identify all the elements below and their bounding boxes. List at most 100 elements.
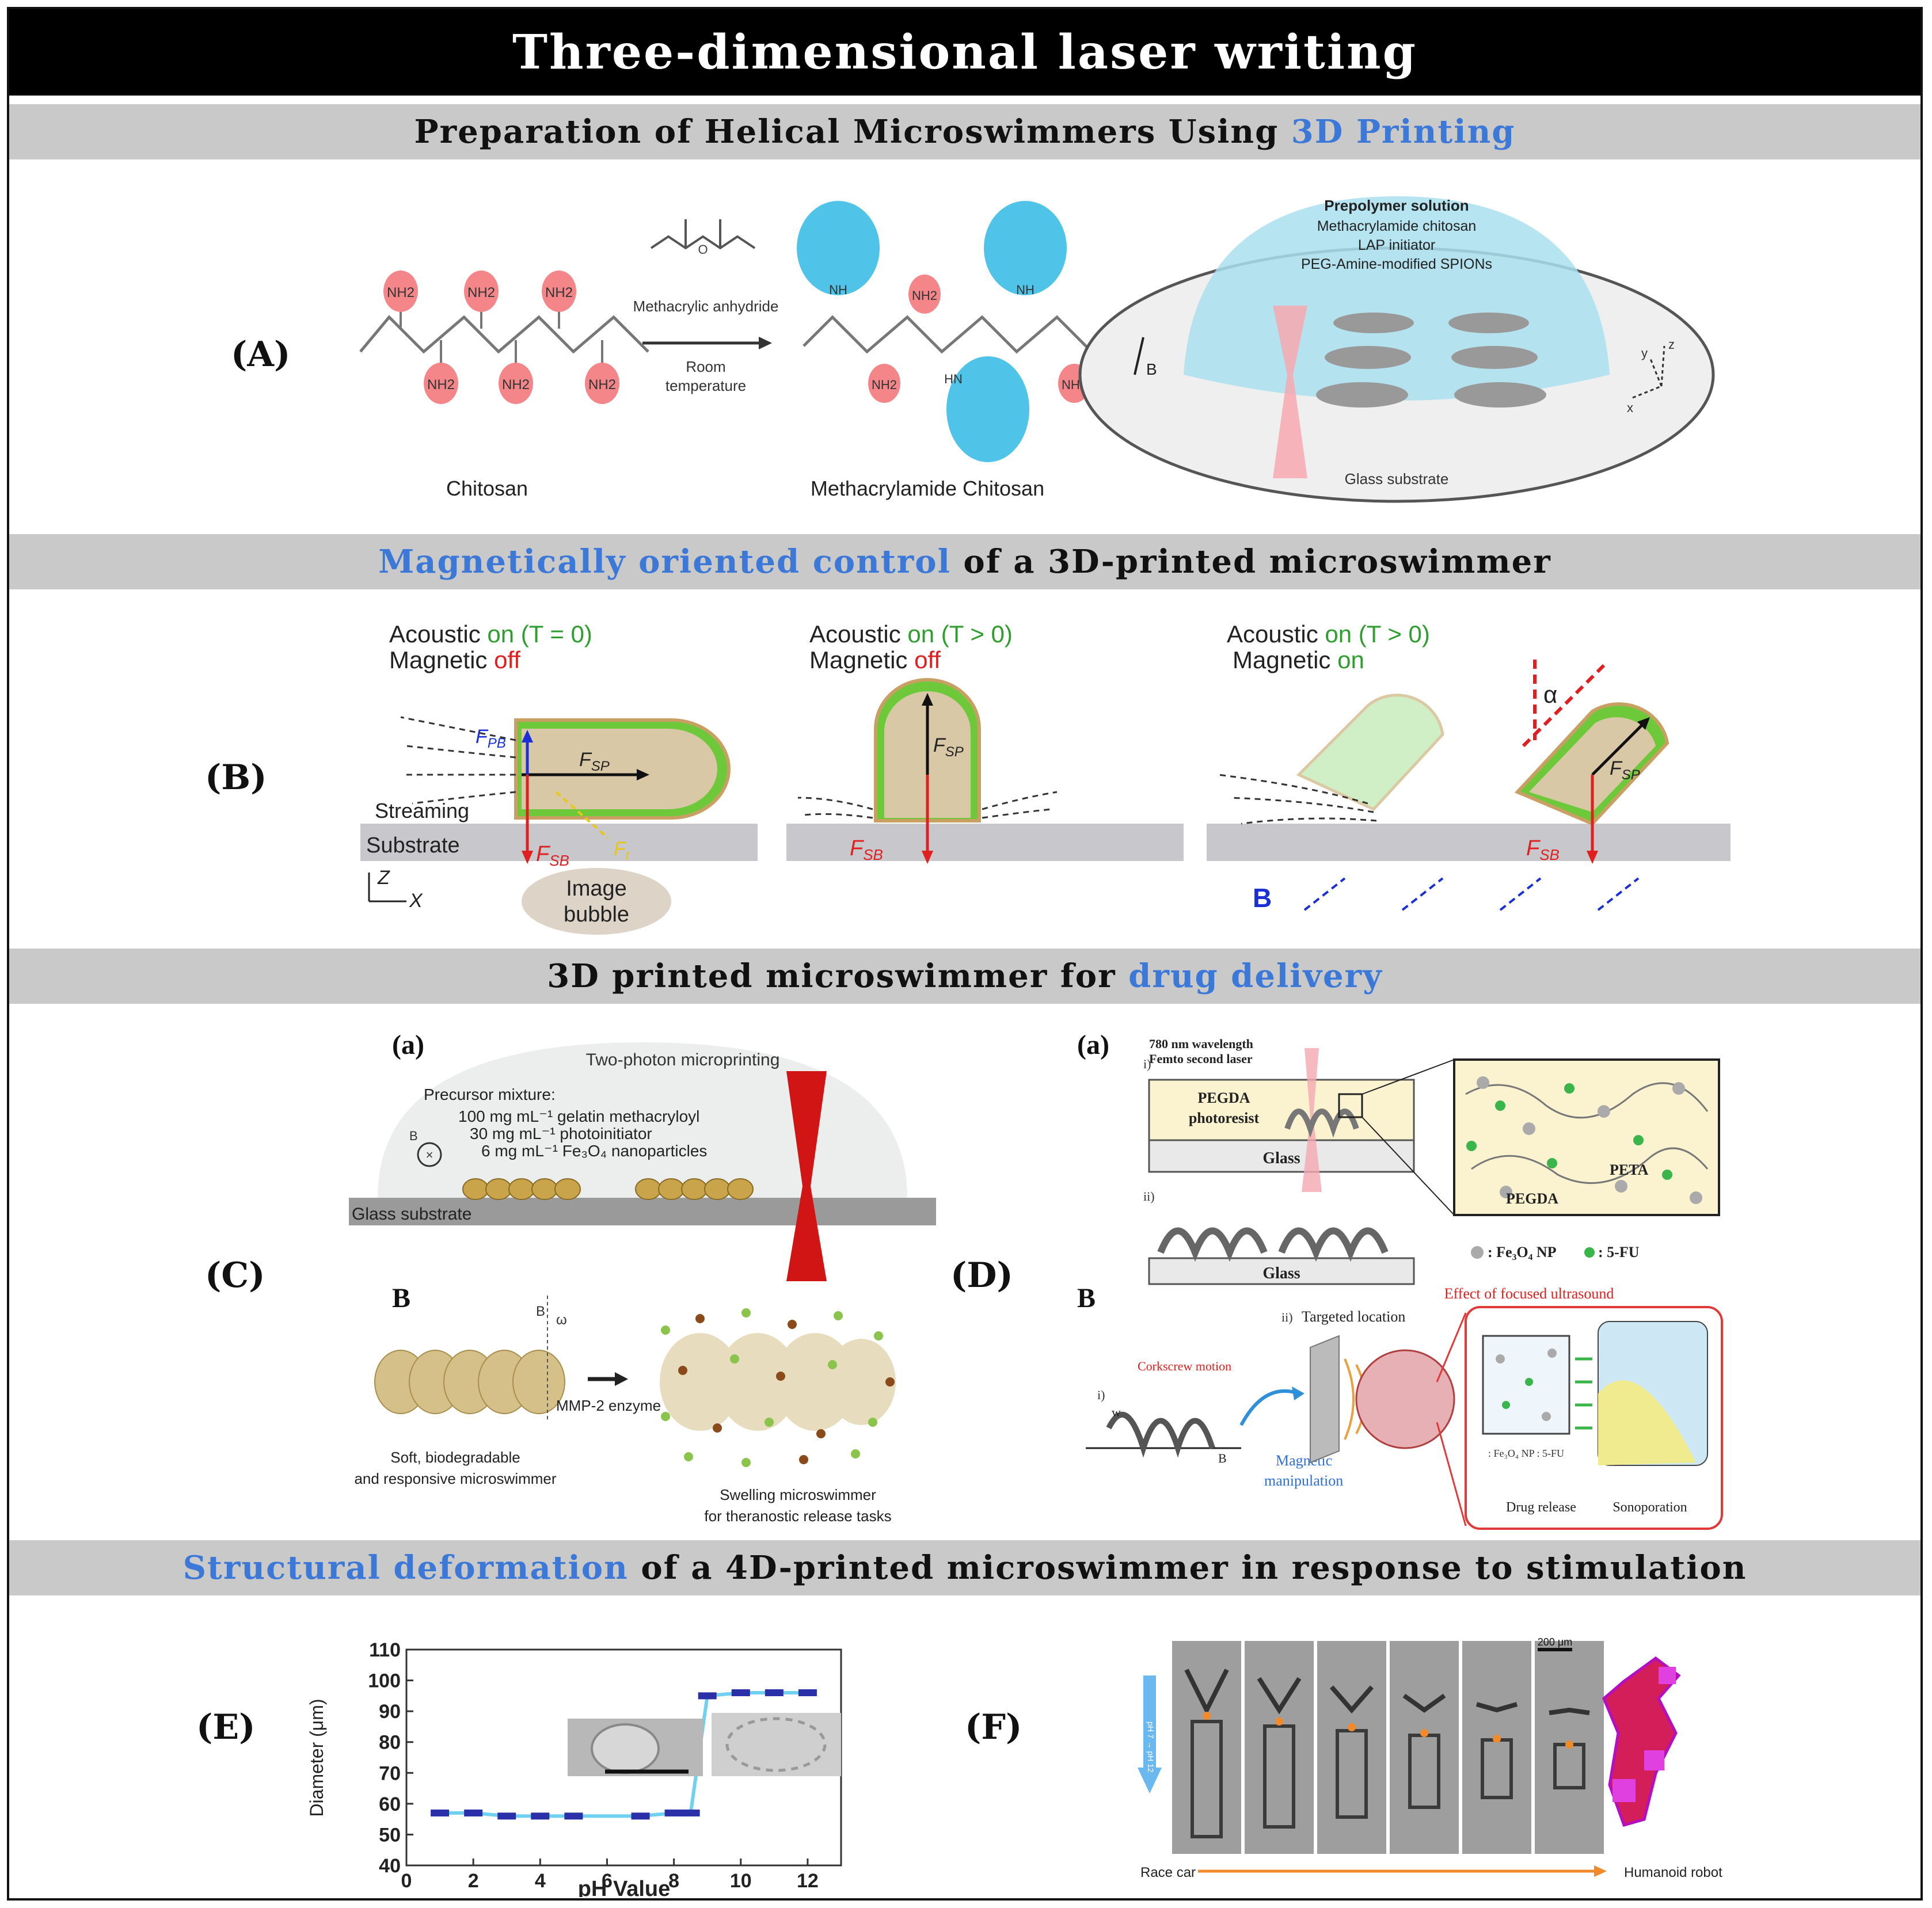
svg-text:FSB: FSB — [536, 842, 569, 869]
precursor-dome — [378, 1042, 907, 1198]
svg-text:FPB: FPB — [476, 726, 506, 751]
svg-text:photoresist: photoresist — [1189, 1110, 1260, 1126]
inset-image-high-ph — [712, 1713, 841, 1776]
release-particles — [1496, 1349, 1557, 1421]
data-point — [497, 1812, 516, 1820]
svg-text:Ft: Ft — [614, 838, 630, 863]
x-tick-label: 12 — [797, 1870, 819, 1892]
nh2-group: NH2 — [464, 271, 499, 329]
glass-label: Glass substrate — [1345, 470, 1449, 488]
y-axis-label: Diameter (μm) — [306, 1698, 327, 1816]
micrograph-frame — [1317, 1641, 1386, 1854]
microswimmer-core — [1529, 717, 1656, 812]
section-text: Preparation of Helical Microswimmers Usi… — [414, 113, 1291, 151]
printed-helix — [1278, 1227, 1389, 1262]
svg-text:: Fe₃O₄ NP : 5-FU: : Fe₃O₄ NP : 5-FU — [1488, 1448, 1564, 1459]
svg-text:NH2: NH2 — [912, 288, 937, 303]
svg-text:NH: NH — [1016, 283, 1035, 297]
substrate-bar — [360, 824, 758, 861]
figure-frame: Three-dimensional laser writing Preparat… — [7, 7, 1923, 1901]
streaming-lines — [1218, 774, 1377, 825]
data-point — [698, 1692, 717, 1700]
svg-text:Magnetic off: Magnetic off — [809, 646, 941, 673]
y-tick-label: 110 — [369, 1639, 401, 1661]
tracking-marker — [1348, 1723, 1356, 1731]
svg-text:Image: Image — [566, 877, 627, 901]
data-point — [631, 1812, 650, 1820]
section-highlight: drug delivery — [1128, 957, 1383, 995]
svg-text:Femto second laser: Femto second laser — [1149, 1052, 1253, 1066]
x-tick-label: 10 — [730, 1870, 752, 1892]
humanoid-label: Humanoid robot — [1624, 1865, 1722, 1880]
laser-beam — [1273, 306, 1307, 478]
legend-fu-marker — [1584, 1247, 1595, 1258]
x-tick-label: 2 — [468, 1870, 479, 1892]
svg-text:NH2: NH2 — [467, 285, 495, 300]
svg-text:FSP: FSP — [933, 734, 964, 760]
data-point — [664, 1809, 683, 1816]
panel-c-diagram: (a) Two-photon microprinting Precursor m… — [349, 1030, 936, 1525]
glass-substrate — [349, 1198, 936, 1225]
corkscrew-helix — [1106, 1411, 1215, 1458]
b-field-arrows — [1303, 877, 1640, 911]
svg-text:Glass: Glass — [1262, 1149, 1300, 1167]
svg-text:ii): ii) — [1281, 1310, 1293, 1324]
robot-structure — [1263, 1724, 1295, 1829]
micrograph-frame — [1462, 1641, 1531, 1854]
svg-text:NH: NH — [829, 283, 847, 297]
svg-text:NH2: NH2 — [588, 377, 616, 393]
panel-a-diagram: NH2 NH2 NH2 NH2 NH2 NH2 Chitosan O Metha… — [359, 196, 1715, 503]
glass-label: Glass substrate — [352, 1205, 471, 1224]
y-tick-label: 50 — [379, 1824, 401, 1846]
tracking-marker — [1275, 1717, 1283, 1726]
y-tick-label: 80 — [379, 1732, 401, 1754]
subpanel-label: (a) — [1077, 1030, 1109, 1060]
ph-arrow — [1143, 1675, 1156, 1768]
prepolymer-title: Prepolymer solution — [1324, 197, 1469, 214]
drug-particles — [661, 1308, 895, 1467]
panel-label-b: (B) — [205, 757, 267, 798]
condition-label: temperature — [665, 377, 746, 394]
svg-text:NH2: NH2 — [872, 378, 897, 392]
micrograph-frame — [1245, 1641, 1314, 1854]
swelling-label: Swelling microswimmer — [720, 1486, 876, 1503]
svg-text:PETA: PETA — [1610, 1161, 1649, 1178]
panel-label-e: (E) — [196, 1707, 256, 1747]
humanoid-robot-model — [1602, 1656, 1681, 1827]
tracking-marker — [1493, 1735, 1501, 1743]
section-text: 3D printed microswimmer for — [547, 957, 1129, 995]
svg-text:manipulation: manipulation — [1264, 1472, 1343, 1489]
svg-text:NH2: NH2 — [387, 285, 414, 300]
svg-text:PEGDA: PEGDA — [1198, 1090, 1250, 1106]
x-axis-label: pH Value — [578, 1877, 671, 1897]
micrograph-frame — [1172, 1641, 1241, 1854]
alpha-label: α — [1543, 681, 1557, 708]
svg-text:NH2: NH2 — [545, 285, 573, 300]
y-tick-label: 60 — [379, 1793, 401, 1815]
methacryl-group — [797, 201, 880, 295]
series-points — [431, 1689, 817, 1820]
swelling-label: for theranostic release tasks — [704, 1507, 891, 1525]
legend-fu: : 5-FU — [1598, 1244, 1640, 1260]
helix-array — [1316, 313, 1546, 408]
svg-text:B: B — [536, 1304, 545, 1319]
ph-label: pH 7 → pH 12 — [1146, 1722, 1155, 1773]
robot-arm — [1549, 1707, 1590, 1715]
data-point — [531, 1812, 550, 1820]
tracking-marker — [1565, 1741, 1573, 1749]
substrate-label: Substrate — [366, 833, 460, 858]
svg-text:780 nm wavelength: 780 nm wavelength — [1149, 1037, 1253, 1051]
svg-text:z: z — [1668, 337, 1675, 352]
y-tick-label: 100 — [368, 1670, 401, 1692]
data-point — [798, 1689, 817, 1696]
figure-title: Three-dimensional laser writing — [9, 9, 1920, 96]
section-text: of a 3D-printed microswimmer — [950, 543, 1551, 581]
image-bubble — [522, 868, 671, 935]
precursor-label: Precursor mixture: — [424, 1086, 556, 1103]
prepolymer-line: LAP initiator — [1358, 237, 1435, 253]
data-point — [564, 1812, 583, 1820]
cell-region — [1598, 1380, 1696, 1465]
nh2-group: NH2 — [908, 275, 941, 314]
